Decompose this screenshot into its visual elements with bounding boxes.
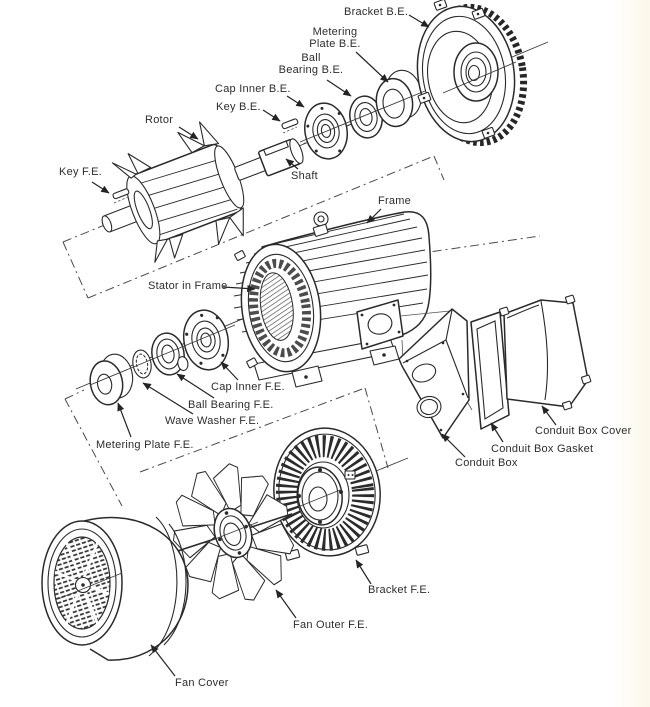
leader-ball-bearing-be [326, 79, 352, 97]
label-conduit-box-cover: Conduit Box Cover [535, 425, 632, 437]
axis-overlays [57, 61, 517, 600]
leader-metering-plate-be [355, 51, 389, 83]
shaft-keyway [263, 140, 289, 156]
conduit-box-part [398, 308, 470, 439]
key-be-part [281, 118, 299, 134]
stator-in-frame-part [234, 243, 322, 373]
frame-eye-bolt [312, 211, 329, 237]
label-conduit-box-gasket: Conduit Box Gasket [491, 443, 594, 455]
leader-wave-washer-fe [142, 382, 194, 415]
leader-arrows [91, 14, 557, 677]
rotor-fan-blades [111, 121, 244, 263]
frame-conduit-pad [356, 299, 404, 350]
leader-cap-inner-be [286, 95, 305, 108]
leader-conduit-box-gasket [490, 422, 504, 443]
ball-bearing-be-part [349, 95, 383, 139]
bracket-fe-part [273, 427, 381, 561]
label-metering-plate-fe: Metering Plate F.E. [96, 439, 194, 451]
bracket-be-lugs [417, 0, 496, 139]
fan-blades [173, 463, 295, 601]
metering-plate-fe-part [89, 353, 134, 406]
leader-key-fe [91, 181, 110, 194]
leader-ball-bearing-fe [176, 373, 215, 399]
label-metering-plate-be: Metering Plate B.E. [309, 26, 361, 50]
label-cap-inner-fe: Cap Inner F.E. [211, 381, 285, 393]
leader-key-be [262, 109, 281, 122]
label-conduit-box: Conduit Box [455, 457, 518, 469]
label-shaft: Shaft [291, 170, 318, 182]
cap-inner-fe-part [182, 309, 230, 371]
bracket-fe-fins [275, 435, 375, 551]
stator-bore [259, 272, 294, 341]
label-fan-cover: Fan Cover [175, 677, 229, 689]
label-bracket-be: Bracket B.E. [344, 6, 409, 18]
leader-shaft [285, 158, 299, 170]
leader-fan-outer-fe [275, 589, 297, 619]
rotor-part [101, 121, 304, 263]
label-wave-washer-fe: Wave Washer F.E. [165, 415, 260, 427]
fan-cover-part [41, 516, 189, 661]
leader-rotor [178, 126, 199, 140]
label-fan-outer-fe: Fan Outer F.E. [293, 619, 369, 631]
fan-outer-fe-part [173, 463, 295, 601]
leader-frame [366, 208, 382, 224]
label-cap-inner-be: Cap Inner B.E. [215, 83, 291, 95]
conduit-box-cover-part [498, 294, 592, 411]
leader-bracket-be [408, 14, 430, 28]
stator-windings [249, 258, 312, 358]
key-fe-part [112, 188, 130, 204]
leader-cap-inner-fe [220, 361, 239, 381]
leader-metering-plate-fe [117, 402, 132, 438]
leader-bracket-fe [355, 559, 372, 585]
label-key-fe: Key F.E. [59, 166, 102, 178]
frame-fins [233, 213, 429, 333]
label-ball-bearing-fe: Ball Bearing F.E. [188, 399, 274, 411]
wave-washer-fe-part [132, 349, 152, 379]
leader-stator-in-frame [222, 284, 256, 293]
label-stator-in-frame: Stator in Frame [148, 280, 228, 292]
label-frame: Frame [378, 195, 412, 207]
label-rotor: Rotor [145, 114, 174, 126]
frame-part [233, 211, 432, 388]
leader-conduit-box [441, 433, 466, 458]
label-ball-bearing-be: Ball Bearing B.E. [278, 52, 344, 76]
ball-bearing-fe-part [151, 332, 189, 376]
label-key-be: Key B.E. [216, 101, 261, 113]
bracket-be-part [416, 0, 528, 147]
label-bracket-fe: Bracket F.E. [368, 584, 431, 596]
leader-conduit-box-cover [541, 405, 557, 426]
leader-fan-cover [150, 644, 176, 677]
conduit-box-gasket-part [470, 311, 510, 430]
